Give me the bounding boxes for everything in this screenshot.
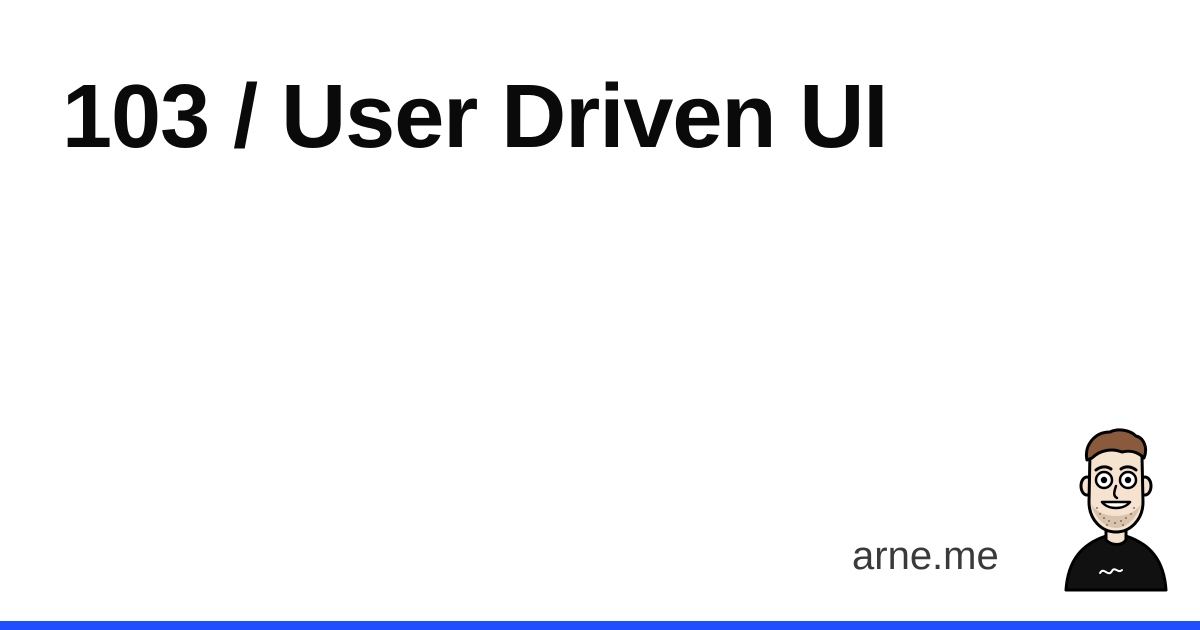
avatar xyxy=(1060,428,1172,594)
site-name: arne.me xyxy=(852,534,999,578)
accent-bar xyxy=(0,621,1200,630)
accent-bar-fill xyxy=(0,621,1200,630)
cartoon-portrait-icon xyxy=(1064,428,1168,592)
page-title: 103 / User Driven UI xyxy=(62,67,888,167)
